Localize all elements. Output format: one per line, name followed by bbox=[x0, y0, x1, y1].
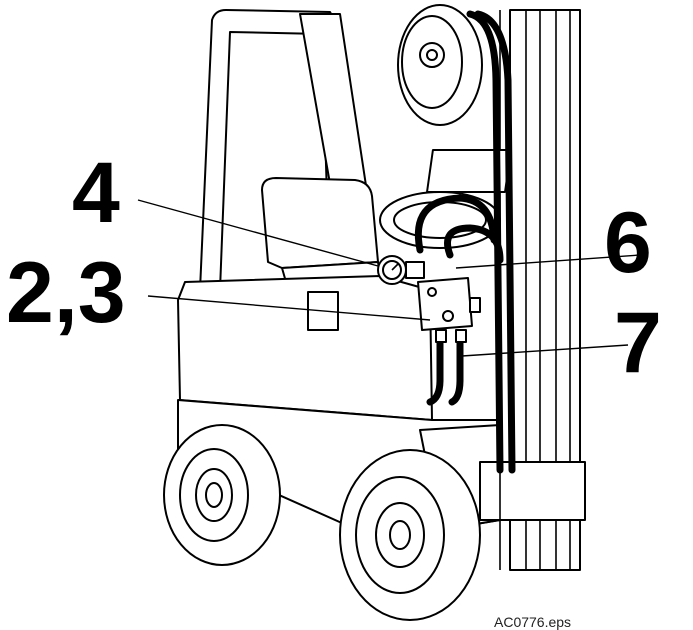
leader-lines bbox=[137, 199, 641, 357]
wheel-left bbox=[163, 424, 281, 566]
leader-23 bbox=[147, 295, 431, 321]
callout-6: 6 bbox=[604, 195, 652, 291]
figure-file-id: AC0776.eps bbox=[494, 614, 572, 630]
callout-7: 7 bbox=[614, 295, 662, 391]
callout-4: 4 bbox=[72, 145, 120, 241]
leader-6 bbox=[455, 254, 641, 269]
hose-reel-pulley bbox=[397, 4, 512, 193]
leader-4 bbox=[137, 199, 379, 267]
fork-carriage bbox=[479, 461, 586, 521]
pressure-gauge bbox=[377, 255, 425, 285]
leader-7 bbox=[461, 344, 629, 357]
callout-2-3: 2,3 bbox=[6, 245, 126, 341]
wheel-right bbox=[339, 449, 481, 621]
valve-block bbox=[417, 277, 481, 343]
hydraulic-hoses bbox=[414, 10, 516, 474]
